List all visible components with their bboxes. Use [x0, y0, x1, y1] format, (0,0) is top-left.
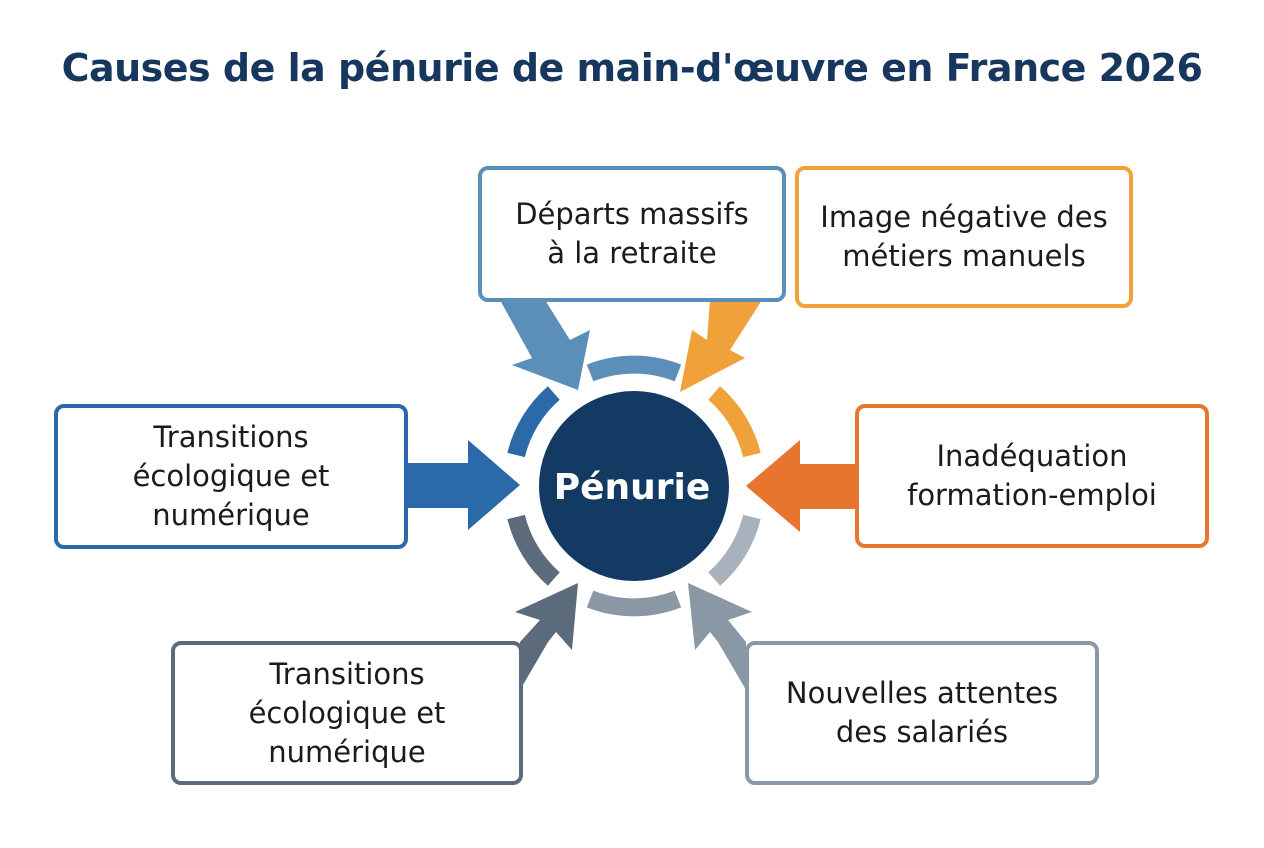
- ring-segment-bottom-right: [708, 514, 761, 586]
- cause-line: numérique: [268, 734, 426, 769]
- cause-text: Transitions écologique et numérique: [133, 418, 330, 535]
- cause-box-departs-retraite: Départs massifs à la retraite: [478, 166, 786, 302]
- cause-line: métiers manuels: [842, 239, 1086, 273]
- ring-segment-top: [586, 355, 682, 382]
- arrow-attentes: [688, 583, 752, 690]
- arrow-retraite: [500, 300, 590, 390]
- cause-text: Nouvelles attentes des salariés: [786, 674, 1058, 752]
- center-circle: [533, 385, 735, 587]
- cause-text: Transitions écologique et numérique: [249, 655, 446, 772]
- ring-segment-top-right: [708, 386, 761, 458]
- cause-line: à la retraite: [547, 236, 717, 270]
- cause-box-transitions-bottom: Transitions écologique et numérique: [171, 641, 523, 785]
- cause-text: Départs massifs à la retraite: [515, 195, 749, 273]
- cause-box-nouvelles-attentes: Nouvelles attentes des salariés: [745, 641, 1099, 785]
- cause-line: Image négative des: [820, 200, 1108, 234]
- diagram-title: Causes de la pénurie de main-d'œuvre en …: [61, 46, 1203, 90]
- arrow-image: [680, 300, 762, 392]
- cause-line: écologique et: [248, 695, 446, 730]
- arrow-transitions-bottom: [515, 583, 578, 690]
- cause-line: Départs massifs: [515, 197, 749, 231]
- cause-line: écologique et: [132, 459, 330, 493]
- cause-line: Transitions: [269, 656, 425, 691]
- cause-text: Inadéquation formation-emploi: [907, 437, 1157, 515]
- cause-text: Image négative des métiers manuels: [820, 198, 1107, 276]
- arrow-transitions-left: [408, 440, 520, 530]
- center-ring: [507, 355, 761, 617]
- cause-line: Transitions: [153, 420, 309, 454]
- ring-segment-bottom: [586, 590, 682, 617]
- cause-box-transitions-left: Transitions écologique et numérique: [54, 404, 408, 549]
- center-label: Pénurie: [553, 466, 711, 508]
- arrow-inadequation: [746, 440, 855, 532]
- cause-line: numérique: [152, 498, 310, 532]
- cause-box-image-negative: Image négative des métiers manuels: [795, 166, 1133, 308]
- cause-line: Nouvelles attentes: [785, 676, 1059, 710]
- ring-segment-top-left: [507, 386, 560, 458]
- cause-line: formation-emploi: [907, 478, 1157, 512]
- cause-line: des salariés: [835, 715, 1009, 749]
- cause-line: Inadéquation: [936, 439, 1128, 473]
- cause-box-inadequation: Inadéquation formation-emploi: [855, 404, 1209, 548]
- ring-segment-bottom-left: [507, 514, 560, 586]
